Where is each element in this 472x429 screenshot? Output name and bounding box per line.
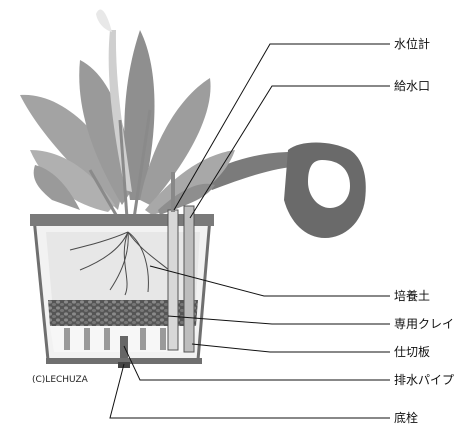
label-special-clay: 専用クレイ [394, 317, 454, 331]
plant-illustration [20, 10, 235, 232]
label-water-inlet: 給水口 [394, 79, 430, 93]
label-partition-plate: 仕切板 [394, 345, 430, 359]
copyright-credit: (C)LECHUZA [32, 375, 88, 385]
label-drain-pipe: 排水パイプ [394, 373, 454, 387]
label-bottom-plug: 底栓 [394, 411, 418, 425]
label-water-level-meter: 水位計 [394, 37, 430, 51]
label-potting-soil: 培養土 [394, 289, 430, 303]
